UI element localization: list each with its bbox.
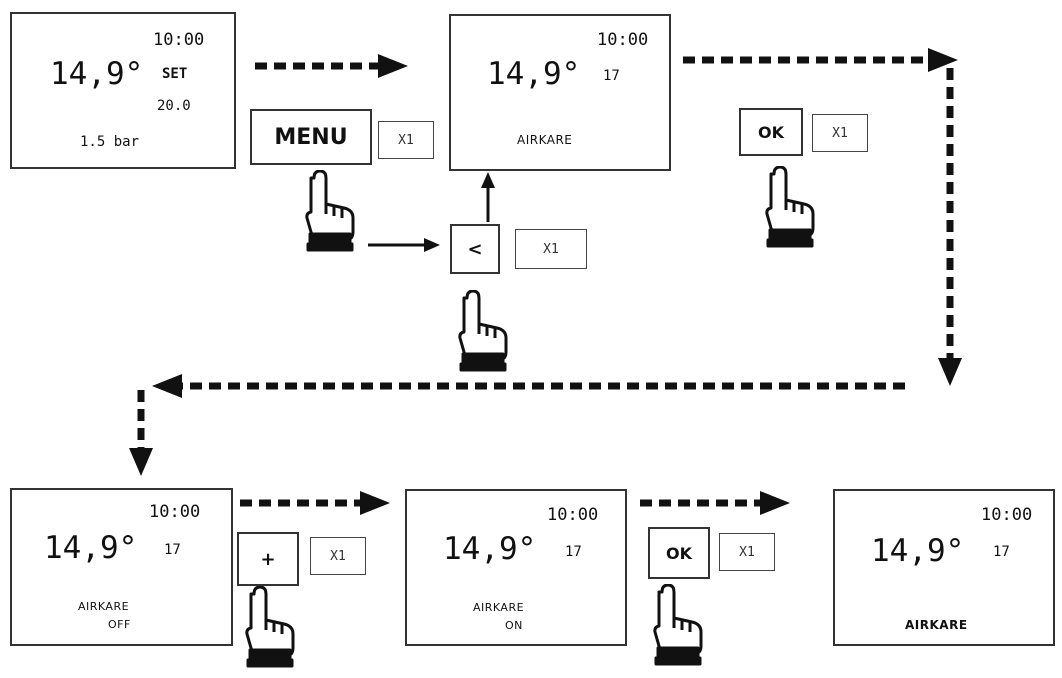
set-value: 20.0 xyxy=(157,98,191,114)
left-arrow-button[interactable]: < xyxy=(450,224,500,274)
display-screen-airkare: 10:00 14,9° 17 AIRKARE xyxy=(449,14,671,171)
dotted-arrow-4 xyxy=(152,374,905,398)
airkare-label: AIRKARE xyxy=(517,133,573,147)
state-label: ON xyxy=(505,619,523,632)
press-count: X1 xyxy=(515,229,587,269)
temperature-readout: 14,9° xyxy=(50,56,144,92)
temperature-readout: 14,9° xyxy=(44,530,138,566)
press-count: X1 xyxy=(812,114,868,152)
time-readout: 10:00 xyxy=(547,505,599,525)
menu-button[interactable]: MENU xyxy=(250,109,372,165)
value-readout: 17 xyxy=(993,544,1010,560)
dotted-arrow-3 xyxy=(938,68,962,386)
airkare-label: AIRKARE xyxy=(473,601,525,614)
set-label: SET xyxy=(162,66,188,82)
display-screen-airkare-final: 10:00 14,9° 17 AIRKARE xyxy=(833,489,1055,646)
dotted-arrow-7 xyxy=(640,491,790,515)
pointing-hand-icon xyxy=(653,584,703,666)
temperature-readout: 14,9° xyxy=(443,531,537,567)
airkare-label: AIRKARE xyxy=(78,600,130,613)
press-count: X1 xyxy=(719,533,775,571)
solid-arrow-up xyxy=(481,172,495,222)
time-readout: 10:00 xyxy=(149,502,201,522)
pointing-hand-icon xyxy=(765,166,815,248)
ok-button[interactable]: OK xyxy=(739,108,803,156)
pointing-hand-icon xyxy=(245,586,295,668)
display-screen-airkare-off: 10:00 14,9° 17 AIRKARE OFF xyxy=(10,488,233,646)
pointing-hand-icon xyxy=(305,170,355,252)
display-screen-start: 10:00 14,9° SET 20.0 1.5 bar xyxy=(10,12,236,169)
dotted-arrow-1 xyxy=(255,54,408,78)
value-readout: 17 xyxy=(565,544,582,560)
temperature-readout: 14,9° xyxy=(871,533,965,569)
dotted-arrow-5 xyxy=(129,390,153,476)
ok-button[interactable]: OK xyxy=(648,527,710,579)
pressure-readout: 1.5 bar xyxy=(80,134,140,150)
time-readout: 10:00 xyxy=(153,30,205,50)
display-screen-airkare-on: 10:00 14,9° 17 AIRKARE ON xyxy=(405,489,627,646)
press-count: X1 xyxy=(378,121,434,159)
dotted-arrow-6 xyxy=(240,491,390,515)
value-readout: 17 xyxy=(164,542,181,558)
temperature-readout: 14,9° xyxy=(487,56,581,92)
solid-arrow-right xyxy=(368,238,440,252)
state-label: OFF xyxy=(108,618,131,631)
airkare-label: AIRKARE xyxy=(905,618,968,632)
pointing-hand-icon xyxy=(458,290,508,372)
time-readout: 10:00 xyxy=(597,30,649,50)
plus-button[interactable]: + xyxy=(237,532,299,586)
value-readout: 17 xyxy=(603,68,620,84)
time-readout: 10:00 xyxy=(981,505,1033,525)
dotted-arrow-2 xyxy=(683,48,958,72)
press-count: X1 xyxy=(310,537,366,575)
